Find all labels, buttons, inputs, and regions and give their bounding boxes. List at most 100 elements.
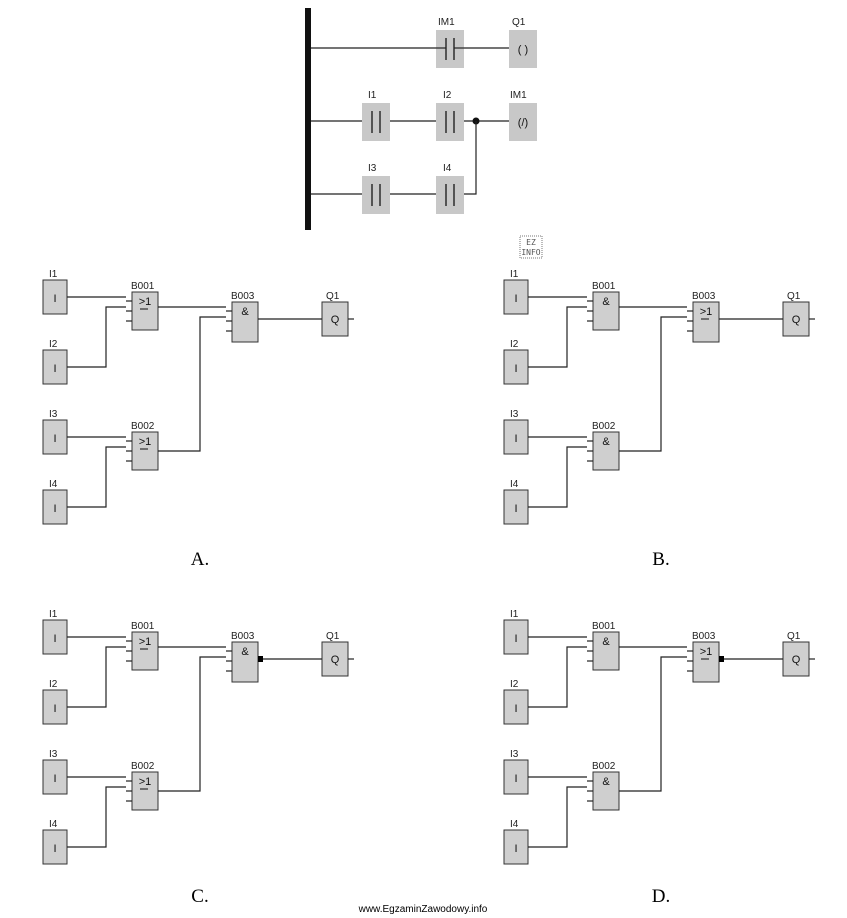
output-label: Q1 xyxy=(787,631,801,642)
input-label: I4 xyxy=(49,479,58,490)
contact-label: I4 xyxy=(443,163,452,174)
input-block xyxy=(42,279,68,315)
logic-symbol: >1 xyxy=(139,296,152,308)
input-label: I1 xyxy=(49,269,58,280)
input-label: I4 xyxy=(510,479,519,490)
coil-box xyxy=(509,30,537,68)
ladder-rung-3: I3 I4 xyxy=(311,121,477,214)
input-symbol: I xyxy=(514,843,517,855)
output-symbol: Q xyxy=(331,314,340,326)
logic-block xyxy=(592,431,620,471)
wire xyxy=(67,646,126,708)
input-label: I2 xyxy=(49,679,58,690)
logic-block-label: B003 xyxy=(692,291,716,302)
logic-block-label: B001 xyxy=(131,281,155,292)
logic-block-label: B003 xyxy=(231,291,255,302)
input-block xyxy=(42,349,68,385)
contact-label: IM1 xyxy=(438,17,455,28)
logic-block-label: B001 xyxy=(592,281,616,292)
logic-block xyxy=(231,641,259,683)
input-symbol: I xyxy=(514,293,517,305)
logic-block-label: B002 xyxy=(131,421,155,432)
logic-block-label: B003 xyxy=(692,631,716,642)
input-label: I3 xyxy=(510,409,519,420)
contact-label: I3 xyxy=(368,163,377,174)
coil-box xyxy=(509,103,537,141)
input-block xyxy=(42,759,68,795)
input-block xyxy=(503,689,529,725)
coil-label: Q1 xyxy=(512,17,526,28)
ez-info-logo: EZ INFO xyxy=(519,235,543,259)
logic-block-label: B002 xyxy=(592,421,616,432)
output-block xyxy=(782,301,810,337)
option-a-letter: A. xyxy=(191,549,209,570)
negation-marker xyxy=(719,656,724,662)
logic-block-label: B003 xyxy=(231,631,255,642)
watermark: www.EgzaminZawodowy.info xyxy=(358,904,488,915)
input-symbol: I xyxy=(514,363,517,375)
wire xyxy=(67,786,126,848)
option-b-letter: B. xyxy=(652,549,669,570)
option-c-letter: C. xyxy=(191,886,208,907)
logic-block xyxy=(692,301,720,343)
wire xyxy=(158,656,226,792)
logic-symbol: >1 xyxy=(139,636,152,648)
coil-symbol: (/) xyxy=(518,117,528,129)
wire xyxy=(528,446,587,508)
output-label: Q1 xyxy=(787,291,801,302)
logic-symbol: & xyxy=(602,436,610,448)
input-label: I2 xyxy=(49,339,58,350)
input-block xyxy=(503,829,529,865)
ladder-diagram: IM1 ( ) Q1 I1 I2 (/) IM1 xyxy=(305,8,537,230)
wire xyxy=(528,646,587,708)
logic-symbol: >1 xyxy=(139,436,152,448)
ladder-rung-2: I1 I2 (/) IM1 xyxy=(311,90,537,141)
logic-symbol: & xyxy=(602,776,610,788)
input-symbol: I xyxy=(514,703,517,715)
logic-symbol: & xyxy=(241,646,249,658)
output-block xyxy=(782,641,810,677)
output-symbol: Q xyxy=(792,654,801,666)
wire xyxy=(619,316,687,452)
output-block xyxy=(321,301,349,337)
input-label: I2 xyxy=(510,679,519,690)
output-symbol: Q xyxy=(792,314,801,326)
contact-box xyxy=(436,176,464,214)
input-symbol: I xyxy=(53,843,56,855)
contact-box xyxy=(436,30,464,68)
negation-marker xyxy=(258,656,263,662)
logic-symbol: >1 xyxy=(139,776,152,788)
logic-symbol: & xyxy=(602,296,610,308)
ladder-rung-1: IM1 ( ) Q1 xyxy=(311,17,537,68)
input-label: I1 xyxy=(510,609,519,620)
logic-symbol: >1 xyxy=(700,646,713,658)
coil-label: IM1 xyxy=(510,90,527,101)
input-label: I3 xyxy=(510,749,519,760)
input-label: I2 xyxy=(510,339,519,350)
input-block xyxy=(503,419,529,455)
input-symbol: I xyxy=(53,703,56,715)
logic-block-label: B001 xyxy=(131,621,155,632)
input-block xyxy=(42,419,68,455)
input-label: I3 xyxy=(49,409,58,420)
logic-block xyxy=(592,631,620,671)
coil-symbol: ( ) xyxy=(518,44,528,56)
input-block xyxy=(503,759,529,795)
option-d-letter: D. xyxy=(652,886,670,907)
input-symbol: I xyxy=(53,503,56,515)
contact-label: I1 xyxy=(368,90,377,101)
wire xyxy=(619,656,687,792)
logic-block xyxy=(231,301,259,343)
output-label: Q1 xyxy=(326,631,340,642)
input-symbol: I xyxy=(53,773,56,785)
wire xyxy=(158,316,226,452)
contact-box xyxy=(436,103,464,141)
input-symbol: I xyxy=(53,293,56,305)
input-symbol: I xyxy=(53,433,56,445)
